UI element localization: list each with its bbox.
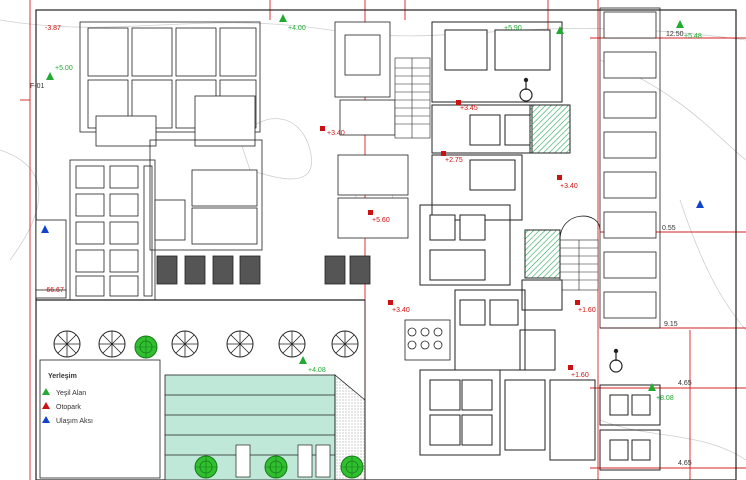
label-red-lower-a: +1.60 [578,307,596,314]
left-parking-strip [35,219,67,299]
label-level-left-b: F-01 [30,83,45,90]
central-parking [149,139,371,285]
legend-item-2: Ulaşım Aksı [56,418,93,425]
upper-parking-bays [79,21,261,147]
label-level-left: -66.67 [44,287,64,294]
label-red-center-b: +3.40 [392,307,410,314]
label-green-top-right: +5.90 [504,25,522,32]
label-dim-0-55: 0.55 [662,225,676,232]
label-red-mid-a: +3.40 [327,130,345,137]
legend: Yerleşim Yeşil Alan Otopark Ulaşım Aksı [42,373,93,425]
legend-item-0: Yeşil Alan [56,390,86,397]
label-red-mid-b: +2.75 [445,157,463,164]
label-green-left-top: +5.00 [55,65,73,72]
label-dim-4-65-b: 4.65 [678,460,692,467]
changing-cabins [69,159,156,301]
lower-right-building [419,289,661,471]
label-green-right-edge: +5.48 [684,33,702,40]
level-markers [41,14,704,391]
accessibility-icon [519,77,623,373]
label-red-center-a: +5.60 [372,217,390,224]
right-parking-bays [559,7,661,329]
label-red-right-a: +3.40 [560,183,578,190]
upper-center-block [334,21,409,239]
label-green-center-bottom: +4.08 [308,367,326,374]
dimension-labels: -3.87 12.50 0.55 9.15 4.65 4.65 +4.00 +5… [30,25,702,467]
legend-title: Yerleşim [48,373,77,380]
label-red-lower-b: +1.60 [571,372,589,379]
label-top-left-level: -3.87 [45,25,61,32]
stair-cores [394,57,599,291]
legend-item-1: Otopark [56,404,81,411]
label-red-mid-c: +3.45 [460,105,478,112]
label-dim-4-65-a: 4.65 [678,380,692,387]
label-green-top-center: +4.00 [288,25,306,32]
fixtures [404,319,451,361]
sunbeds [235,444,331,478]
label-green-right-bottom: +8.08 [656,395,674,402]
main-building [419,21,571,311]
umbrellas [53,330,359,358]
label-dim-12-50: 12.50 [666,31,684,38]
label-dim-9-15: 9.15 [664,321,678,328]
